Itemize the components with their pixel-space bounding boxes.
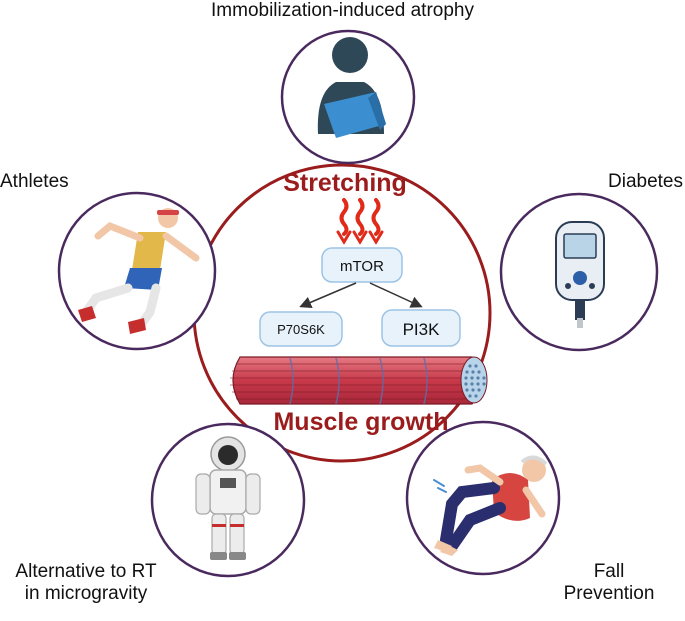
- arm-sling-person-icon: [317, 37, 386, 138]
- stretching-title: Stretching: [283, 169, 407, 197]
- p70s6k-node: [259, 311, 343, 347]
- heat-waves-icon: [336, 198, 384, 245]
- pi3k-node: [381, 309, 461, 347]
- muscle-fiber-icon: [230, 356, 488, 405]
- falling-elderly-person-icon: [433, 455, 548, 556]
- fall-prevention-label: Fall Prevention: [548, 561, 670, 605]
- microgravity-label-line1: Alternative to RT: [15, 561, 157, 582]
- microgravity-label-line2: in microgravity: [24, 583, 148, 604]
- p70s6k-label: P70S6K: [277, 322, 325, 337]
- microgravity-label: Alternative to RT in microgravity: [0, 561, 172, 605]
- fall-prevention-circle: [405, 420, 561, 576]
- pi3k-label: PI3K: [403, 320, 441, 339]
- mtor-label: mTOR: [340, 258, 384, 275]
- glucose-meter-icon: [555, 221, 605, 328]
- arrow-to-p70s6k: [299, 282, 357, 308]
- diabetes-label: Diabetes: [608, 171, 683, 192]
- fall-prevention-label-line2: Prevention: [563, 583, 655, 604]
- arrow-to-pi3k: [369, 282, 423, 308]
- athletes-label: Athletes: [0, 171, 69, 192]
- immobilization-label: Immobilization-induced atrophy: [211, 0, 474, 21]
- mtor-node: [321, 247, 403, 283]
- fall-prevention-label-line1: Fall: [593, 561, 625, 582]
- muscle-growth-title: Muscle growth: [273, 408, 448, 436]
- runner-icon: [78, 208, 200, 334]
- astronaut-icon: [195, 436, 261, 560]
